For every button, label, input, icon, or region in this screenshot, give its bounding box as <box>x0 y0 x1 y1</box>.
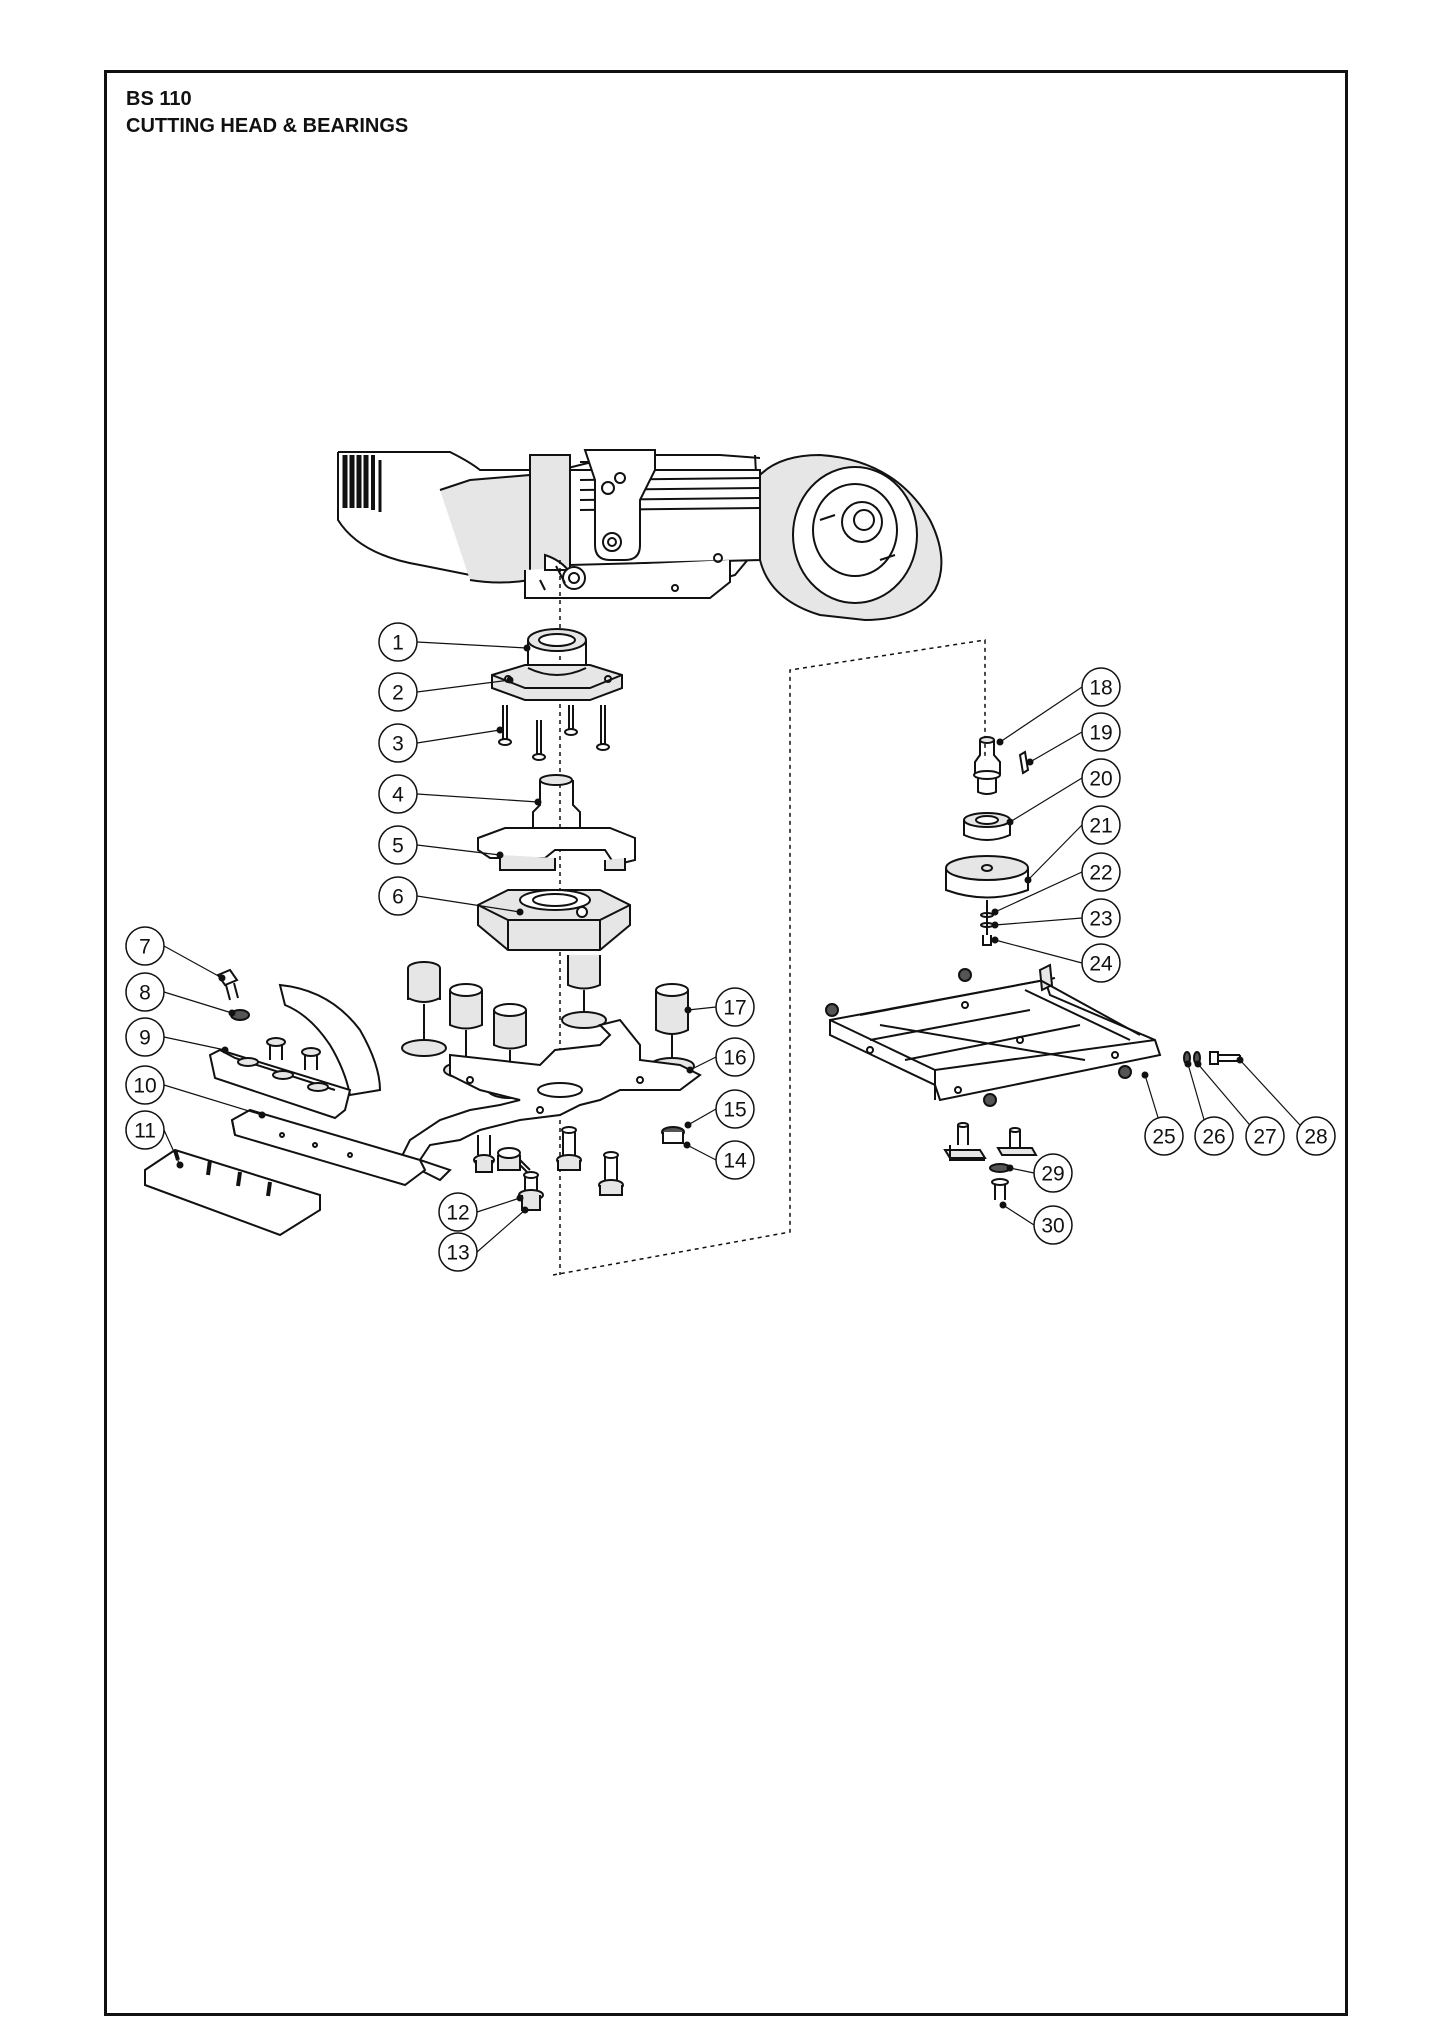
page-title: CUTTING HEAD & BEARINGS <box>126 115 409 137</box>
mounting-bracket <box>477 827 636 871</box>
callout-29: 29 <box>1041 1163 1064 1186</box>
callout-23: 23 <box>1089 908 1112 931</box>
callout-9: 9 <box>139 1027 151 1050</box>
callout-labels: 1 2 3 4 5 6 7 8 9 10 11 12 13 14 15 16 1… <box>133 632 1327 1265</box>
callout-18: 18 <box>1089 677 1112 700</box>
callout-13: 13 <box>446 1242 469 1265</box>
callout-16: 16 <box>723 1047 746 1070</box>
callout-5: 5 <box>392 835 404 858</box>
callout-6: 6 <box>392 886 404 909</box>
fasteners <box>473 1126 685 1211</box>
drawing-frame <box>104 70 1348 2016</box>
callout-30: 30 <box>1041 1215 1064 1238</box>
bearing-flange <box>491 628 623 701</box>
callout-24: 24 <box>1089 953 1113 976</box>
callout-10: 10 <box>133 1075 156 1098</box>
callout-3: 3 <box>392 733 404 756</box>
callout-14: 14 <box>723 1150 747 1173</box>
cutting-plate <box>398 1018 702 1182</box>
callout-25: 25 <box>1152 1126 1175 1149</box>
callout-20: 20 <box>1089 768 1112 791</box>
callout-22: 22 <box>1089 862 1112 885</box>
bearing-housing <box>477 889 631 951</box>
blade-plate <box>230 1108 427 1187</box>
callout-28: 28 <box>1304 1126 1327 1149</box>
callout-19: 19 <box>1089 722 1112 745</box>
callout-1: 1 <box>392 632 404 655</box>
mounting-feet <box>943 1122 1038 1200</box>
callout-circles <box>125 622 1336 1272</box>
callout-11: 11 <box>134 1120 156 1143</box>
callout-4: 4 <box>392 784 404 807</box>
callout-26: 26 <box>1202 1126 1225 1149</box>
blade-holder <box>208 983 382 1120</box>
callout-8: 8 <box>139 982 151 1005</box>
machine-body <box>337 449 943 622</box>
spindle-assembly <box>945 736 1030 946</box>
callout-7: 7 <box>139 936 151 959</box>
model-label: BS 110 <box>126 88 192 110</box>
callout-27: 27 <box>1253 1126 1276 1149</box>
callout-21: 21 <box>1089 815 1112 838</box>
leader-dots <box>176 644 1244 1214</box>
flange-screws <box>498 705 610 761</box>
frame-screw-set <box>1183 1051 1241 1065</box>
callout-15: 15 <box>723 1099 746 1122</box>
cutting-blade <box>144 1148 321 1237</box>
callout-2: 2 <box>392 682 404 705</box>
callout-17: 17 <box>723 997 746 1020</box>
support-frame <box>825 963 1162 1107</box>
callout-12: 12 <box>446 1202 469 1225</box>
page-header: BS 110 CUTTING HEAD & BEARINGS <box>126 86 408 140</box>
